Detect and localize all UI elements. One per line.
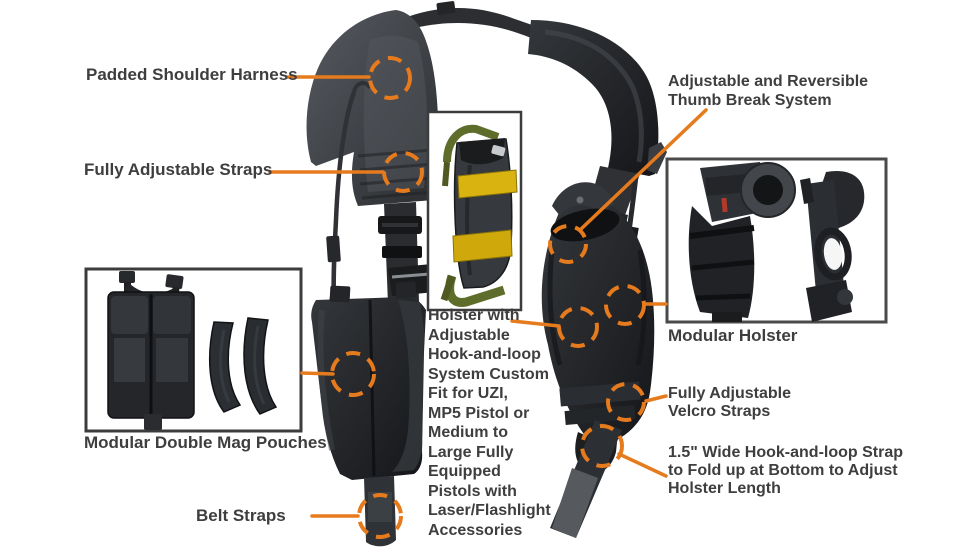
leader-thumb-break: [578, 108, 708, 232]
modular-holster-photo: [688, 162, 865, 322]
circle-velcro-straps: [606, 382, 646, 422]
belt-straps-label: Belt Straps: [196, 506, 286, 525]
leader-mag-pouches: [300, 371, 335, 376]
harness-mag-pouch: [311, 296, 426, 480]
circle-padded-shoulder: [368, 56, 412, 100]
velcro-straps-label: Fully Adjustable Velcro Straps: [668, 385, 791, 420]
leader-lines: [268, 75, 708, 518]
circle-holster-custom-fit: [557, 306, 599, 348]
circle-adjustable-straps: [382, 151, 424, 193]
leader-velcro-straps: [644, 394, 668, 403]
circle-modular-holster: [604, 284, 646, 326]
callout-circles: [330, 56, 646, 539]
circle-mag-pouches: [330, 351, 376, 397]
mag-pouches-label: Modular Double Mag Pouches: [84, 433, 327, 452]
thumb-break-label: Adjustable and Reversible Thumb Break Sy…: [668, 73, 869, 109]
circle-belt-straps: [357, 493, 403, 539]
leader-holster-custom-fit: [510, 319, 561, 328]
circle-thumb-break: [548, 224, 588, 264]
right-shoulder-pad: [528, 20, 659, 176]
fully-adjustable-straps-label: Fully Adjustable Straps: [84, 160, 273, 179]
padded-shoulder-harness-label: Padded Shoulder Harness: [86, 65, 298, 84]
leader-hook-loop: [617, 452, 668, 478]
holster-custom-fit-label: Holster with Adjustable Hook-and-loop Sy…: [428, 307, 551, 539]
modular-holster-label: Modular Holster: [668, 326, 798, 345]
holster-closeup-photo: [440, 124, 518, 307]
circle-hook-loop: [580, 424, 624, 468]
hook-loop-strap-label: 1.5" Wide Hook-and-loop Strap to Fold up…: [668, 444, 904, 497]
mag-pouch-photo: [107, 271, 278, 430]
